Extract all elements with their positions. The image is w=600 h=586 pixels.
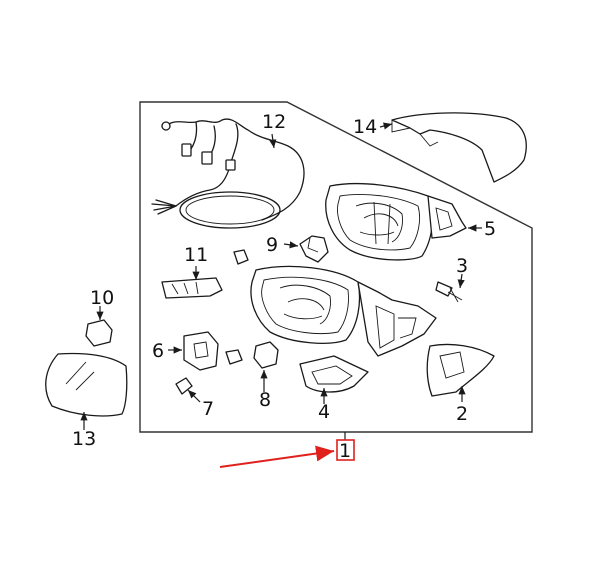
highlight-arrow (219, 445, 335, 468)
callout-5: 5 (484, 218, 496, 240)
highlight-box (336, 439, 355, 461)
mirror-glass[interactable] (45, 352, 128, 417)
callout-4: 4 (318, 401, 330, 423)
bulb-part-10[interactable] (85, 319, 113, 347)
callout-2: 2 (456, 403, 468, 425)
leader-lines (80, 122, 482, 440)
mirror-assembly-main[interactable] (250, 265, 437, 357)
callout-7: 7 (202, 398, 214, 420)
callout-13: 13 (72, 428, 96, 450)
callout-12: 12 (262, 111, 286, 133)
puddle-lamp[interactable] (299, 355, 369, 393)
lower-cover[interactable] (426, 343, 495, 397)
mirror-cap[interactable] (391, 112, 527, 183)
screw-part-7[interactable] (175, 377, 193, 395)
lamp-socket[interactable] (253, 341, 279, 369)
callout-6: 6 (152, 340, 164, 362)
wiring-harness[interactable] (151, 118, 305, 229)
mirror-motor[interactable] (183, 331, 219, 371)
callout-11: 11 (184, 244, 208, 266)
assembly-frame (139, 101, 533, 433)
callout-1[interactable]: 1 (339, 440, 351, 462)
mirror-housing-upper[interactable] (325, 182, 467, 261)
bulb-small-lower[interactable] (225, 349, 243, 365)
callout-14: 14 (353, 116, 377, 138)
callout-10: 10 (90, 287, 114, 309)
turn-signal-lamp[interactable] (161, 277, 223, 299)
callout-8: 8 (259, 389, 271, 411)
bulb-small-upper[interactable] (233, 249, 249, 265)
screw-part-3[interactable] (435, 281, 463, 303)
callout-9: 9 (266, 234, 278, 256)
clip-part-9[interactable] (299, 235, 329, 263)
callout-3: 3 (456, 255, 468, 277)
